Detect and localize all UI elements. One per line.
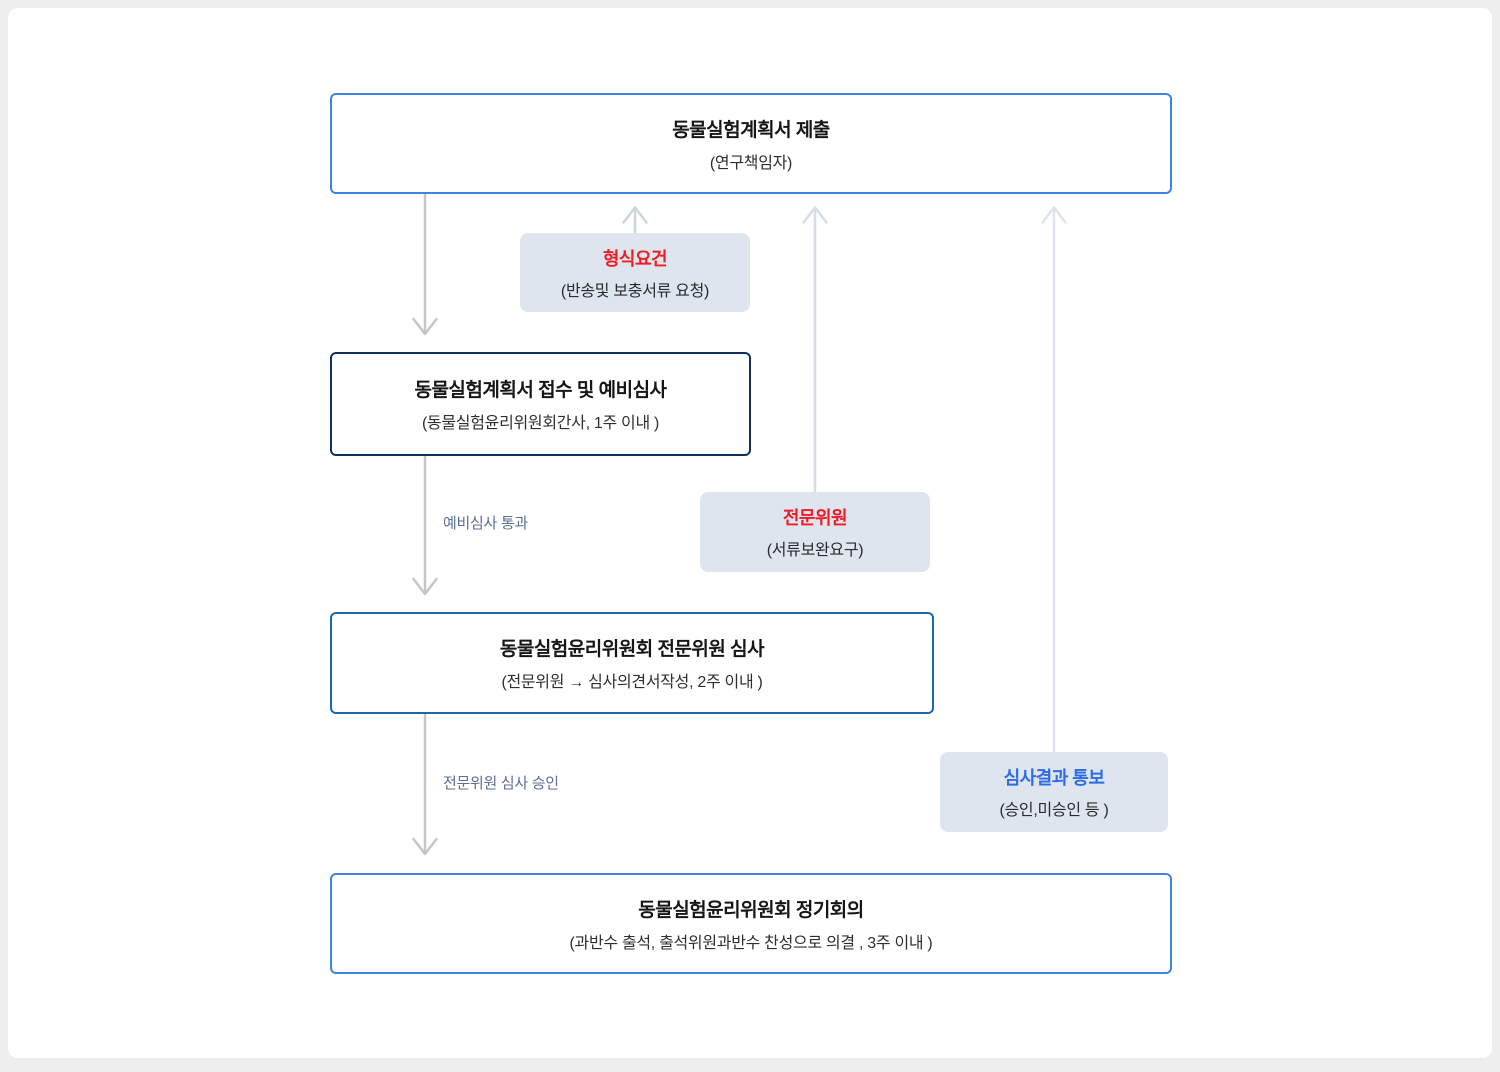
down-arrow-submit-to-receipt — [412, 189, 438, 336]
edge-label-prereview-pass: 예비심사 통과 — [443, 515, 528, 532]
callout-expert-title: 전문위원 — [782, 508, 848, 528]
node-submit-subtitle: (연구책임자) — [709, 154, 793, 172]
node-meeting-title: 동물실험윤리위원회 정기회의 — [638, 899, 864, 921]
node-receipt-subtitle: (동물실험윤리위원회간사, 1주 이내 ) — [421, 415, 660, 432]
node-receipt-title: 동물실험계획서 접수 및 예비심사 — [414, 380, 667, 401]
node-meeting-subtitle: (과반수 출석, 출석위원과반수 찬성으로 의결 , 3주 이내 ) — [569, 934, 933, 952]
callout-result-title: 심사결과 통보 — [1003, 768, 1105, 788]
up-arrow-expert-to-submit — [802, 206, 828, 494]
node-submit: 동물실험계획서 제출 (연구책임자) — [330, 93, 1172, 194]
callout-formal-title: 형식요건 — [602, 248, 668, 269]
edge-label-expert-approve: 전문위원 심사 승인 — [443, 775, 559, 792]
node-expert-subtitle: (전문위원 → 심사의견서작성, 2주 이내 ) — [501, 674, 763, 691]
callout-formal-requirements: 형식요건 (반송및 보충서류 요청) — [520, 233, 750, 312]
callout-review-result: 심사결과 통보 (승인,미승인 등 ) — [940, 752, 1168, 832]
node-regular-meeting: 동물실험윤리위원회 정기회의 (과반수 출석, 출석위원과반수 찬성으로 의결 … — [330, 873, 1172, 974]
up-arrow-formal-to-submit — [622, 206, 648, 235]
node-receipt-prereview: 동물실험계획서 접수 및 예비심사 (동물실험윤리위원회간사, 1주 이내 ) — [330, 352, 751, 456]
callout-expert-subtitle: (서류보완요구) — [766, 542, 864, 559]
callout-result-subtitle: (승인,미승인 등 ) — [999, 802, 1109, 819]
node-expert-review: 동물실험윤리위원회 전문위원 심사 (전문위원 → 심사의견서작성, 2주 이내… — [330, 612, 934, 714]
callout-expert-member: 전문위원 (서류보완요구) — [700, 492, 930, 572]
callout-formal-subtitle: (반송및 보충서류 요청) — [560, 282, 710, 300]
down-arrow-receipt-to-expert — [412, 453, 438, 596]
node-submit-title: 동물실험계획서 제출 — [672, 119, 830, 141]
up-arrow-result-to-submit — [1041, 206, 1067, 754]
down-arrow-expert-to-meeting — [412, 709, 438, 856]
node-expert-title: 동물실험윤리위원회 전문위원 심사 — [499, 639, 765, 660]
